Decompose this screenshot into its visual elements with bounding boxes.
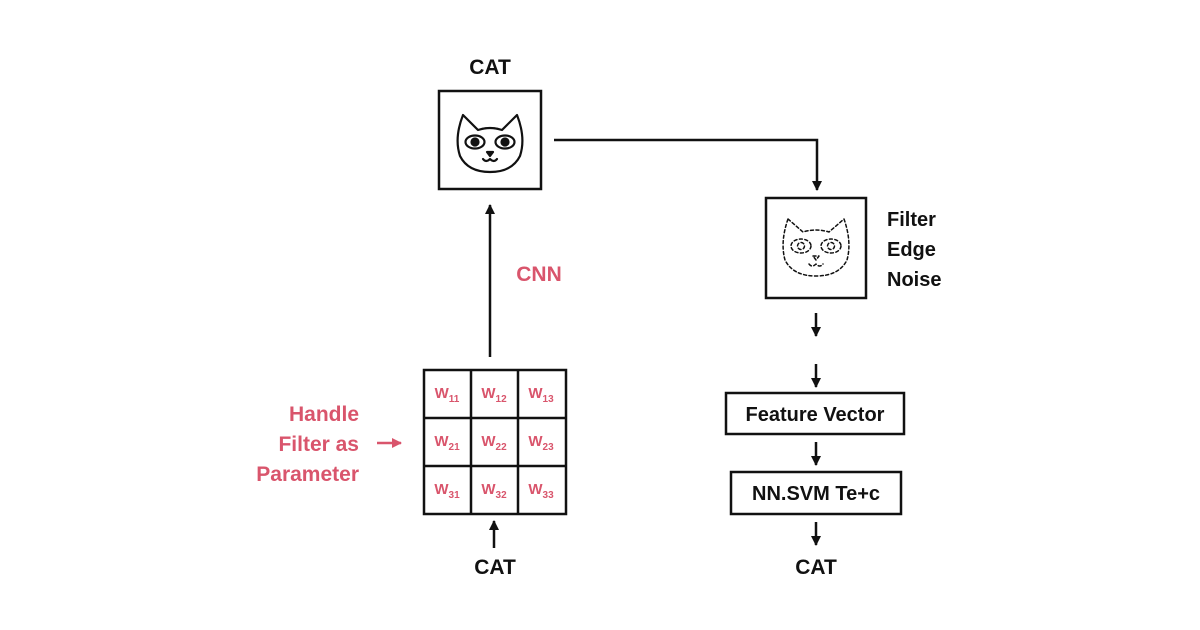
classifier-label: NN.SVM Te+c (752, 483, 880, 505)
filter-parameter-label: Handle Filter as Parameter (256, 403, 359, 486)
filter-note: Filter (887, 209, 936, 231)
feature-vector-label: Feature Vector (746, 404, 885, 426)
cnn-output-box (437, 89, 543, 191)
top-cat-label: CAT (469, 56, 511, 79)
cat-face-icon (456, 113, 524, 174)
filter-notes: Filter Edge Noise (887, 209, 941, 291)
filter-box (764, 196, 868, 300)
filter-weight-cell: W13 (528, 385, 554, 405)
filter-note: Edge (887, 239, 936, 261)
filter-weight-cell: W32 (481, 481, 507, 501)
filter-note: Noise (887, 269, 941, 291)
connector-arrow (554, 138, 822, 191)
filter-weight-cell: W21 (434, 433, 460, 453)
bottom-cat-label-right: CAT (795, 556, 837, 579)
filter-weight-cell: W33 (528, 481, 554, 501)
filter-parameter-line: Filter as (278, 433, 359, 456)
filter-weight-cell: W12 (481, 385, 507, 405)
filter-parameter-line: Parameter (256, 463, 359, 486)
filter-weight-cell: W22 (481, 433, 507, 453)
bottom-cat-label-left: CAT (474, 556, 516, 579)
filter-parameter-line: Handle (289, 403, 359, 426)
classifier-box (729, 470, 903, 516)
filter-weight-cell: W31 (434, 481, 460, 501)
cnn-label: CNN (516, 263, 562, 286)
filter-weight-cell: W11 (435, 385, 460, 405)
filter-matrix (422, 368, 568, 516)
dashed-cat-face-icon (782, 218, 850, 277)
feature-vector-box (724, 391, 906, 436)
filter-weight-cell: W23 (528, 433, 554, 453)
